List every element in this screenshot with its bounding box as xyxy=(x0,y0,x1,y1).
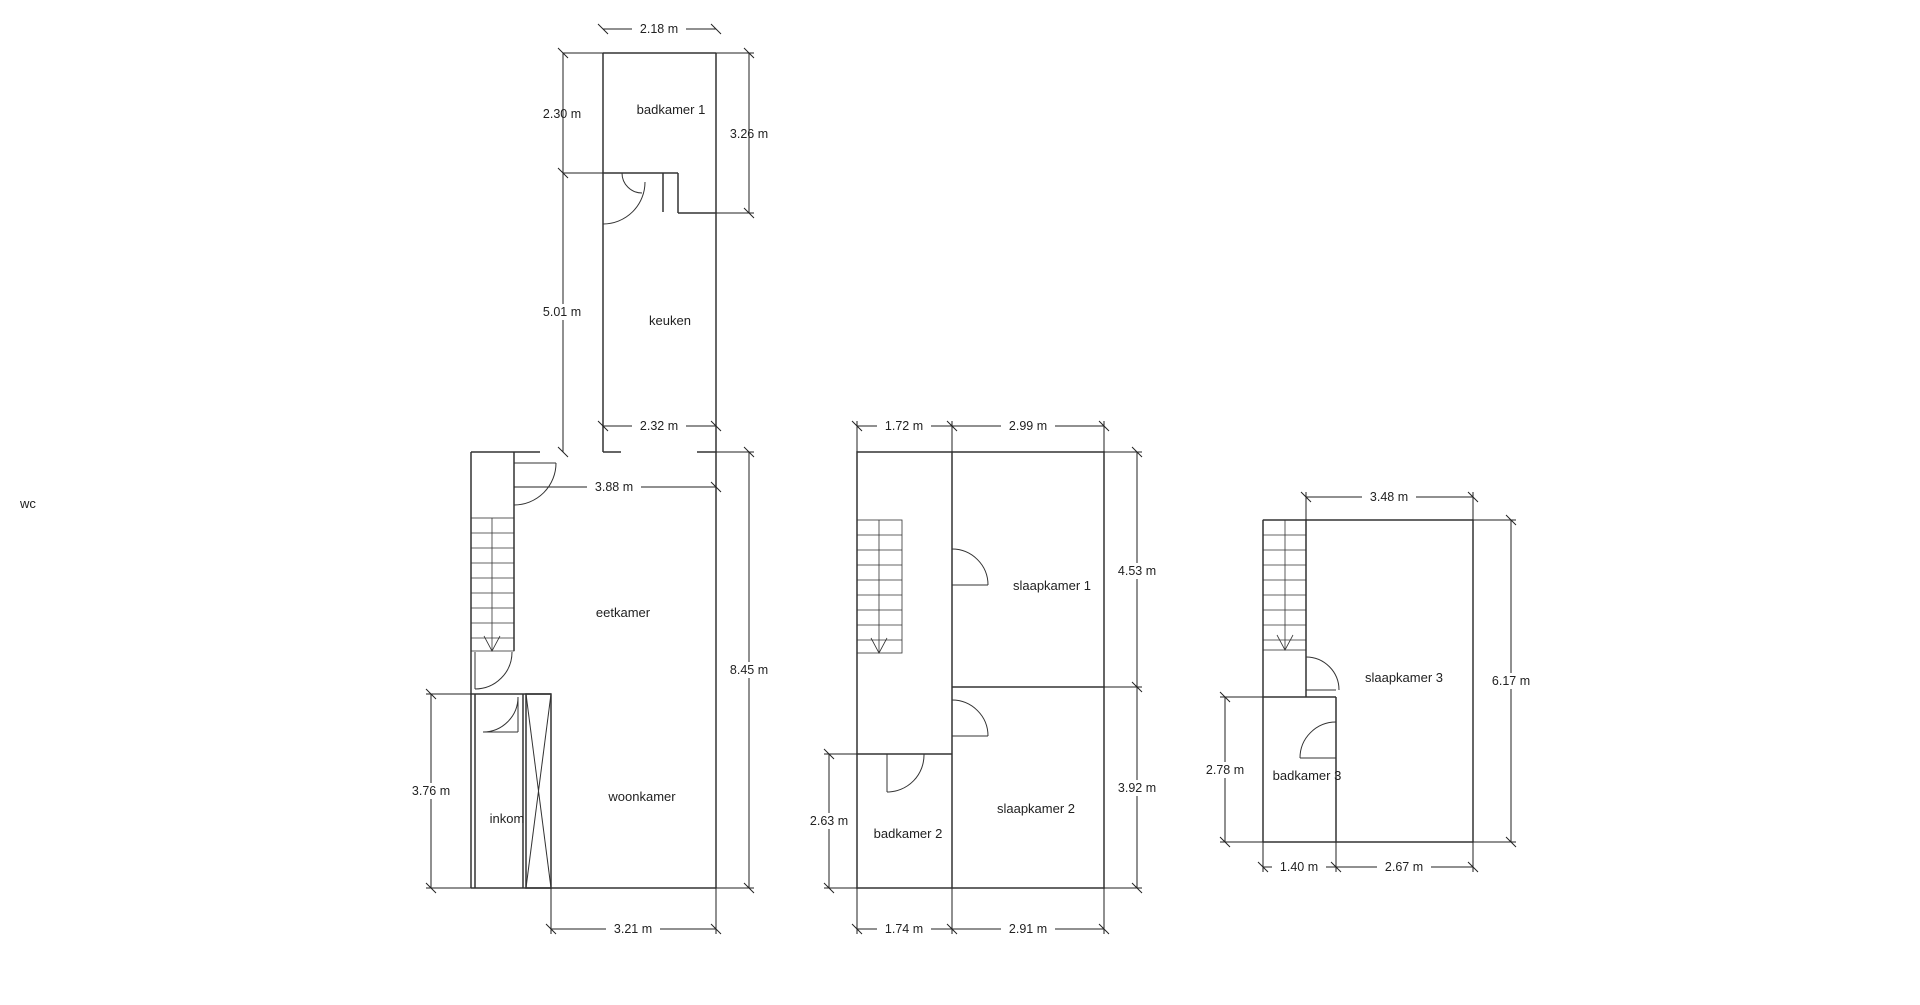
dim-inkom-depth: 3.76 m xyxy=(412,784,450,798)
dim-badkamer3-depth: 2.78 m xyxy=(1206,763,1244,777)
first-floor-plan xyxy=(856,451,1105,889)
room-label-slaapkamer-2: slaapkamer 2 xyxy=(997,801,1075,816)
dim-keuken-width: 2.32 m xyxy=(640,419,678,433)
second-floor-plan xyxy=(1262,519,1474,843)
dim-badkamer2-width: 1.74 m xyxy=(885,922,923,936)
room-label-badkamer-2: badkamer 2 xyxy=(874,826,943,841)
room-label-inkom: inkom xyxy=(490,811,525,826)
door-badkamer-1 xyxy=(602,172,646,225)
dim-main-depth: 8.45 m xyxy=(730,663,768,677)
room-label-keuken: keuken xyxy=(649,313,691,328)
doors-first xyxy=(886,548,989,793)
dim-slaapkamer2-width: 2.91 m xyxy=(1009,922,1047,936)
doors-ground xyxy=(474,462,557,733)
room-label-woonkamer: woonkamer xyxy=(607,789,676,804)
room-label-slaapkamer-1: slaapkamer 1 xyxy=(1013,578,1091,593)
room-label-slaapkamer-3: slaapkamer 3 xyxy=(1365,670,1443,685)
dim-badkamer3-width: 1.40 m xyxy=(1280,860,1318,874)
dim-hall-width-top: 1.72 m xyxy=(885,419,923,433)
stairs-first xyxy=(856,519,903,654)
dim-badkamer1-width: 2.18 m xyxy=(640,22,678,36)
dim-keuken-depth: 5.01 m xyxy=(543,305,581,319)
dim-woonkamer-width: 3.21 m xyxy=(614,922,652,936)
stairs-ground xyxy=(470,517,515,652)
dim-slaapkamer1-depth: 4.53 m xyxy=(1118,564,1156,578)
walls-ground-annex xyxy=(602,52,717,453)
dim-eetkamer-width: 3.88 m xyxy=(595,480,633,494)
dim-badkamer1-depth-right: 3.26 m xyxy=(730,127,768,141)
dim-slaapkamer3-depth: 6.17 m xyxy=(1492,674,1530,688)
dim-slaapkamer3-bottom-width: 2.67 m xyxy=(1385,860,1423,874)
room-label-eetkamer: eetkamer xyxy=(596,605,651,620)
dim-slaapkamer3-width: 3.48 m xyxy=(1370,490,1408,504)
ground-floor-plan xyxy=(470,52,717,889)
doors-second xyxy=(1299,656,1340,759)
dim-badkamer2-depth: 2.63 m xyxy=(810,814,848,828)
room-label-badkamer-3: badkamer 3 xyxy=(1273,768,1342,783)
wc-label: wc xyxy=(20,496,36,511)
dim-slaapkamer1-width: 2.99 m xyxy=(1009,419,1047,433)
dim-slaapkamer2-depth: 3.92 m xyxy=(1118,781,1156,795)
stairs-second xyxy=(1262,519,1307,651)
dim-badkamer1-depth-left: 2.30 m xyxy=(543,107,581,121)
dimension-labels: 2.18 m 2.30 m 3.26 m 5.01 m 2.32 m 3.88 … xyxy=(404,21,1538,937)
room-label-badkamer-1: badkamer 1 xyxy=(637,102,706,117)
room-labels: badkamer 1 keuken eetkamer woonkamer ink… xyxy=(490,102,1443,841)
walls-first xyxy=(856,451,1105,889)
